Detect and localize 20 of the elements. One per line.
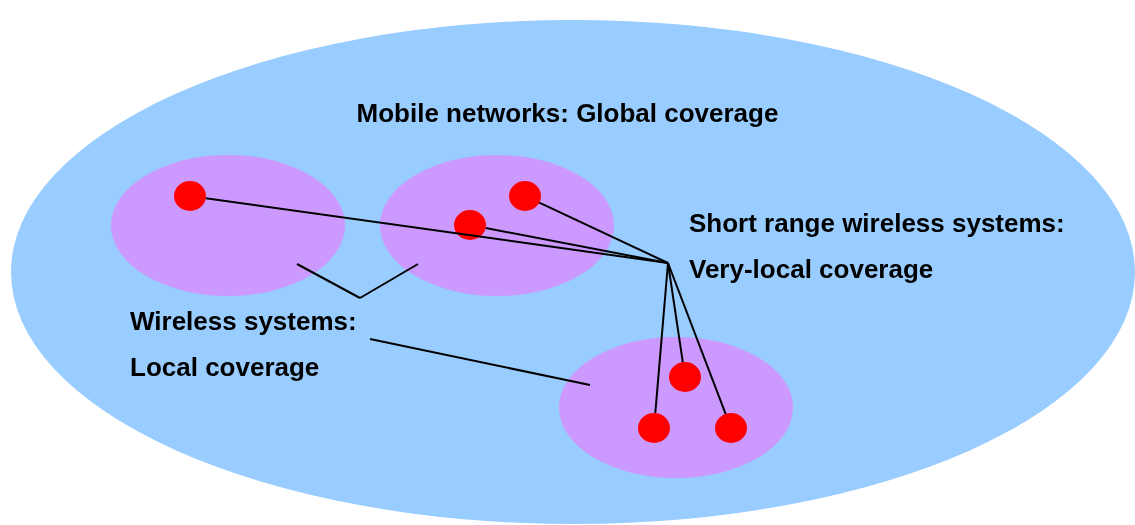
leader-line <box>484 227 669 264</box>
leader-line <box>296 263 361 299</box>
area-label: Wireless systems: Local coverage <box>130 298 370 390</box>
coverage-area <box>559 337 793 478</box>
device-dot <box>669 362 701 392</box>
area-label: Short range wireless systems: Very-local coverage <box>668 200 1089 292</box>
leader-line <box>369 338 591 386</box>
leader-line <box>538 201 669 264</box>
leader-line <box>654 262 669 414</box>
coverage-area <box>380 155 614 296</box>
device-dot <box>509 181 541 211</box>
device-dot <box>715 413 747 443</box>
leader-line <box>667 262 727 415</box>
area-label: Mobile networks: Global coverage <box>355 97 780 130</box>
device-dot <box>454 210 486 240</box>
coverage-ellipse <box>11 20 1135 524</box>
coverage-area <box>111 155 345 296</box>
device-dot <box>638 413 670 443</box>
leader-line <box>359 263 419 299</box>
device-dot <box>174 181 206 211</box>
